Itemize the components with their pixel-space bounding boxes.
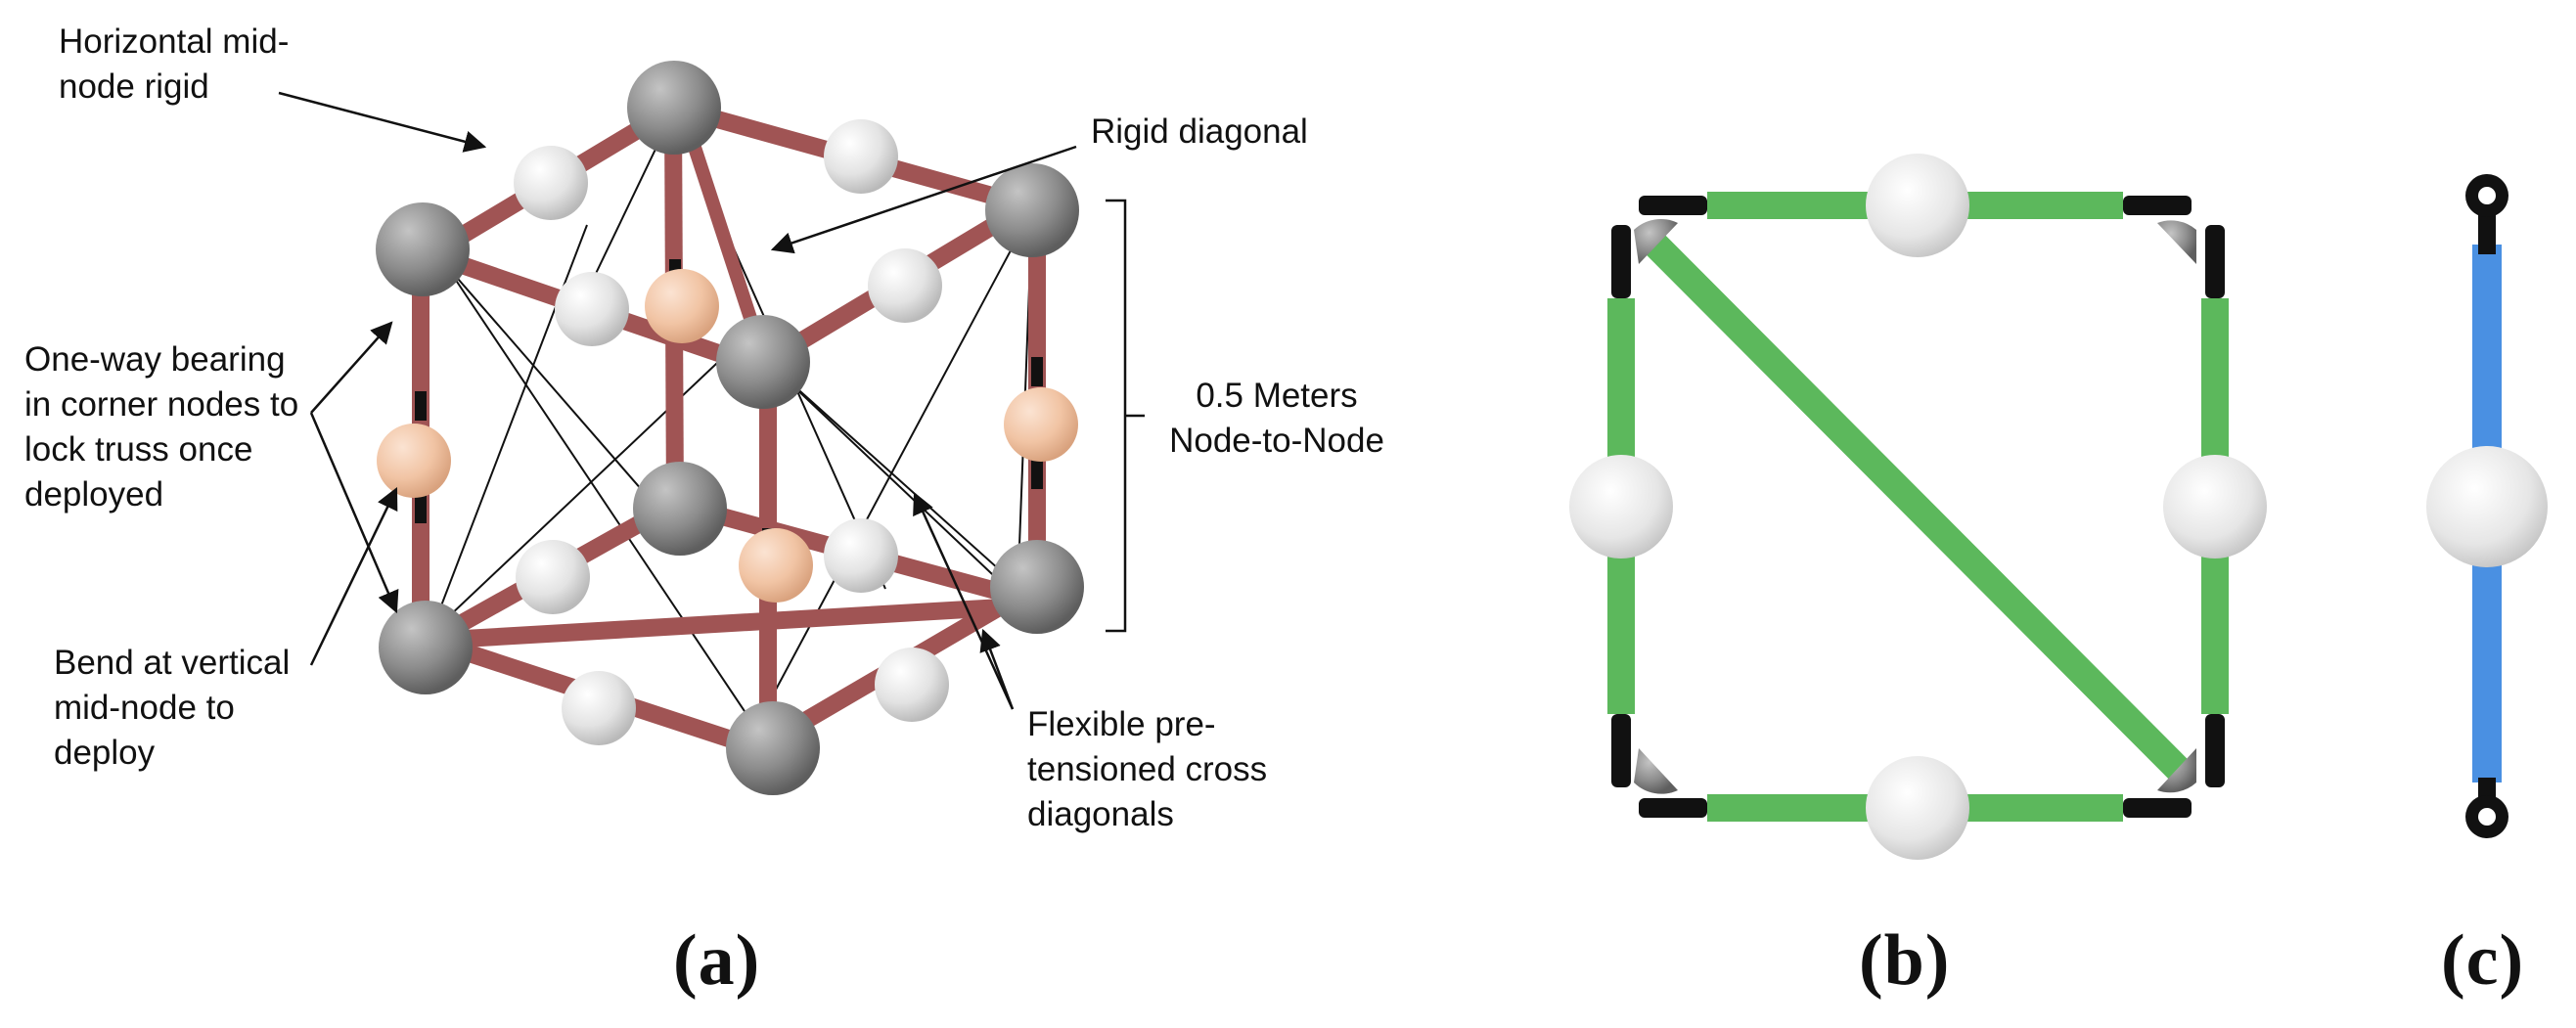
arrow-bearing-top xyxy=(310,321,393,414)
mid-node-top-right xyxy=(824,119,898,194)
vertical-mid-node-front xyxy=(739,528,813,603)
arrow-bend xyxy=(309,486,398,666)
label-bend-vertical-mid-node: Bend at vertical mid-node to deploy xyxy=(54,644,291,772)
vertical-mid-node-left xyxy=(377,424,451,498)
dimension-bracket xyxy=(1106,199,1145,633)
face-panel-b xyxy=(1569,154,2267,860)
truss-panel-a xyxy=(278,61,1145,795)
peach-mid-nodes xyxy=(377,269,1078,603)
face-node-top xyxy=(1866,154,1969,257)
arrow-bearing-bottom xyxy=(309,412,399,614)
arrow-rigid-diagonal xyxy=(770,145,1077,254)
mid-node-bottom-front-left xyxy=(562,671,636,745)
strut-panel-c xyxy=(2426,174,2548,838)
corner-node-bottom-right xyxy=(990,540,1084,634)
strut-end-top xyxy=(2478,215,2496,254)
eyelet-top xyxy=(2465,174,2508,217)
label-flexible-cross-diagonals: Flexible pre- tensioned cross diagonals xyxy=(1027,705,1268,833)
corner-node-top-left xyxy=(376,202,470,296)
corner-connectors xyxy=(1611,196,2225,818)
corner-node-bottom-back xyxy=(633,462,727,556)
corner-node-top-right xyxy=(985,163,1079,257)
label-rigid-diagonal: Rigid diagonal xyxy=(1091,112,1308,151)
corner-node-top-back xyxy=(627,61,721,155)
green-diagonal xyxy=(1646,235,2192,782)
arrow-horizontal-mid-node xyxy=(278,91,487,153)
corner-hinges xyxy=(1634,218,2196,794)
caption-panel-c: (c) xyxy=(2441,920,2525,1001)
vertical-mid-node-right xyxy=(1004,387,1078,462)
label-horizontal-mid-node: Horizontal mid- node rigid xyxy=(59,22,290,106)
vertical-mid-node-back xyxy=(645,269,719,343)
green-struts xyxy=(1607,192,2229,822)
annotation-arrows xyxy=(278,91,1077,710)
corner-nodes xyxy=(376,61,1084,795)
mid-node-bottom-back-left xyxy=(516,540,590,614)
face-node-right xyxy=(2163,455,2267,559)
mid-node-bottom-front-right xyxy=(875,648,949,722)
white-mid-nodes xyxy=(514,119,949,745)
arrow-flexible-right xyxy=(979,628,1015,710)
mid-node-top-front-right xyxy=(868,248,942,323)
caption-panel-a: (a) xyxy=(673,920,761,1001)
corner-node-top-front xyxy=(716,315,810,409)
face-mid-nodes xyxy=(1569,154,2267,860)
arrow-flexible-left xyxy=(913,491,1015,710)
strut-mid-node xyxy=(2426,446,2548,567)
label-one-way-bearing: One-way bearing in corner nodes to lock … xyxy=(24,340,299,514)
corner-node-bottom-front xyxy=(726,701,820,795)
corner-node-bottom-left xyxy=(379,601,473,694)
mid-node-top-left xyxy=(514,146,588,220)
face-node-bottom xyxy=(1866,756,1969,860)
caption-panel-b: (b) xyxy=(1859,920,1951,1001)
mid-node-top-front-left xyxy=(555,272,629,346)
label-dimension: 0.5 Meters Node-to-Node xyxy=(1169,377,1384,460)
eyelet-bottom xyxy=(2465,795,2508,838)
mid-node-bottom-back-right xyxy=(824,518,898,593)
face-node-left xyxy=(1569,455,1673,559)
